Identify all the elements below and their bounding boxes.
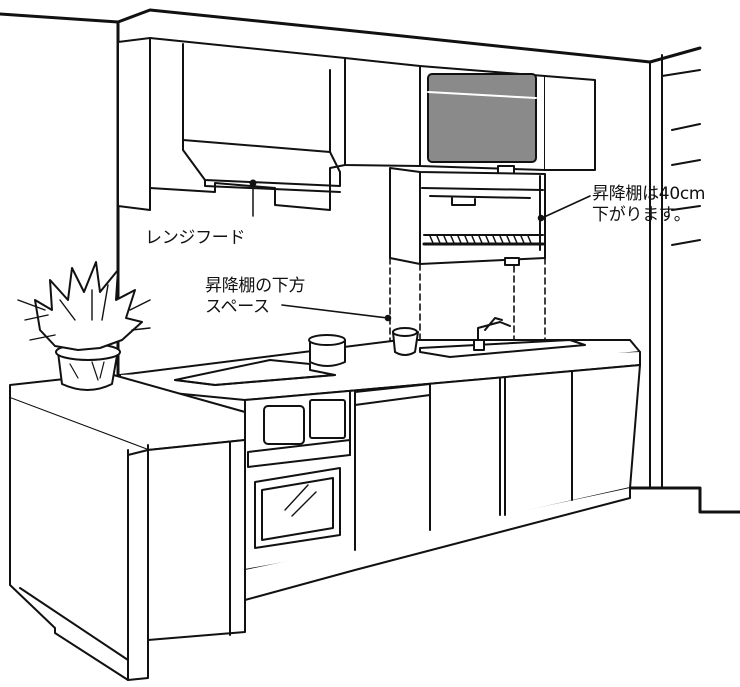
potted-plant xyxy=(17,261,151,391)
lift-shelf-label-line1: 昇降棚は40cm xyxy=(592,184,706,204)
leader-lines xyxy=(281,195,591,322)
cup xyxy=(392,327,419,356)
lift-up-shelf xyxy=(419,65,596,175)
lift-shelf-label-line2: 下がります。 xyxy=(592,205,691,225)
peninsula-counter xyxy=(9,373,246,681)
pot xyxy=(308,334,346,367)
lower-space-label: 昇降棚の下方 スペース xyxy=(205,276,306,318)
lower-cabinets xyxy=(244,364,641,601)
lift-shelf-label: 昇降棚は40cm 下がります。 xyxy=(592,184,705,226)
upper-cabinet xyxy=(344,57,421,167)
range-hood-label: レンジフード xyxy=(145,228,246,248)
lowered-shelf-frame xyxy=(389,167,546,266)
lower-space-label-line1: 昇降棚の下方 xyxy=(205,276,306,296)
lower-space-label-line2: スペース xyxy=(205,297,270,317)
range-hood xyxy=(117,37,346,217)
faucet xyxy=(473,317,511,351)
